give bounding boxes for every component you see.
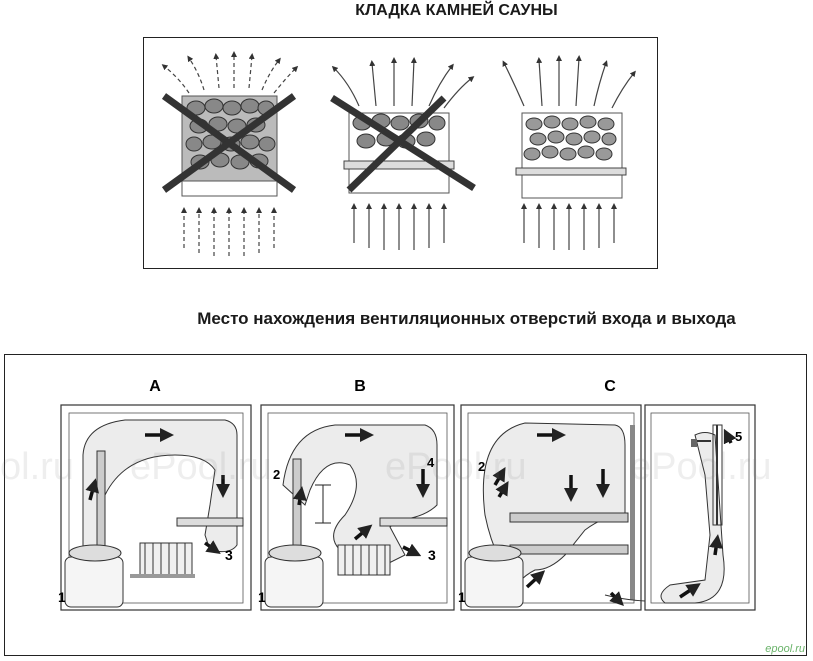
stones-wrong-1 [161,51,299,256]
vents-panel: A B C 3 1 [4,354,807,656]
room-a: 3 1 [58,404,252,611]
marker-b4: 4 [427,455,435,470]
vents-title: Место нахождения вентиляционных отверсти… [197,309,736,328]
corner-watermark: epool.ru [765,643,805,655]
marker-b2: 2 [273,467,280,482]
watermark-text: ePool.ru [130,446,272,488]
room-c: 2 5 1 [458,404,756,611]
stones-diagram [161,51,636,256]
stones-title: КЛАДКА КАМНЕЙ САУНЫ [355,2,558,19]
section-b-label: B [354,378,366,395]
marker-c5: 5 [735,429,742,444]
vents-diagram: A B C 3 1 [58,378,756,611]
section-c-label: C [604,378,616,395]
room-b: 2 4 3 1 [258,404,455,611]
section-a-label: A [149,378,161,395]
stones-panel [143,37,658,269]
watermark-text: ePool.ru [385,446,527,488]
marker-c1: 1 [458,589,466,605]
watermark-text: ePool.ru [630,446,772,488]
marker-c2: 2 [478,459,485,474]
watermark-text: ol.ru [0,446,74,488]
marker-a1: 1 [58,589,66,605]
marker-b1: 1 [258,589,266,605]
stones-wrong-2 [330,57,476,250]
marker-b3: 3 [428,547,436,563]
marker-a3: 3 [225,547,233,563]
stones-correct [502,55,636,250]
